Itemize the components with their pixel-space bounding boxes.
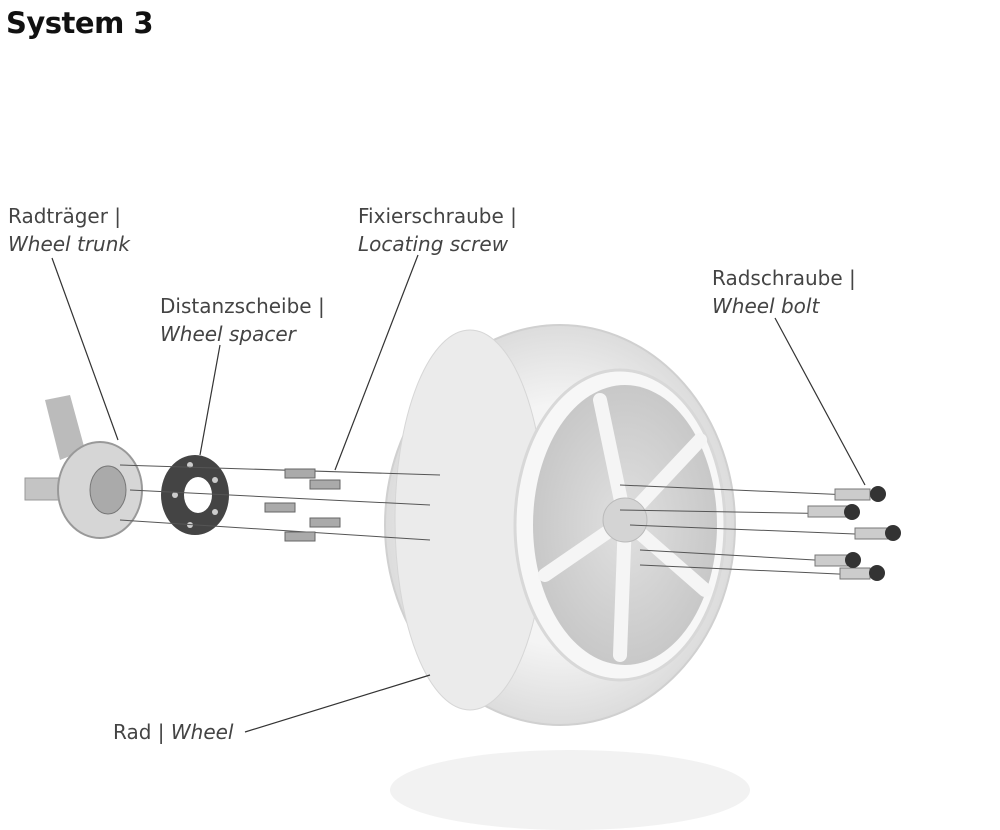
label-de: Distanzscheibe |: [160, 294, 325, 318]
label-en: Wheel: [170, 720, 234, 744]
label-en: Wheel trunk: [8, 232, 130, 256]
wheel-bolts: [807, 486, 901, 581]
label-de: Rad |: [113, 720, 165, 744]
label-wheel-bolt: Radschraube | Wheel bolt: [712, 264, 856, 320]
label-de: Fixierschraube |: [358, 204, 517, 228]
label-de: Radschraube |: [712, 266, 856, 290]
label-locating-screw: Fixierschraube | Locating screw: [358, 202, 517, 258]
label-de: Radträger |: [8, 204, 122, 228]
label-wheel-spacer: Distanzscheibe | Wheel spacer: [160, 292, 325, 348]
label-en: Wheel bolt: [712, 294, 820, 318]
label-en: Locating screw: [358, 232, 509, 256]
label-wheel-trunk: Radträger | Wheel trunk: [8, 202, 130, 258]
label-en: Wheel spacer: [160, 322, 296, 346]
label-wheel: Rad | Wheel: [113, 718, 234, 746]
floor-reflection: [390, 750, 750, 830]
wheel-image: [384, 324, 736, 726]
wheel-trunk-image: [24, 395, 143, 539]
wheel-spacer-image: [161, 455, 229, 535]
page-title: System 3: [6, 6, 154, 40]
locating-screws: [264, 468, 341, 542]
leader-lines: [51, 254, 866, 733]
